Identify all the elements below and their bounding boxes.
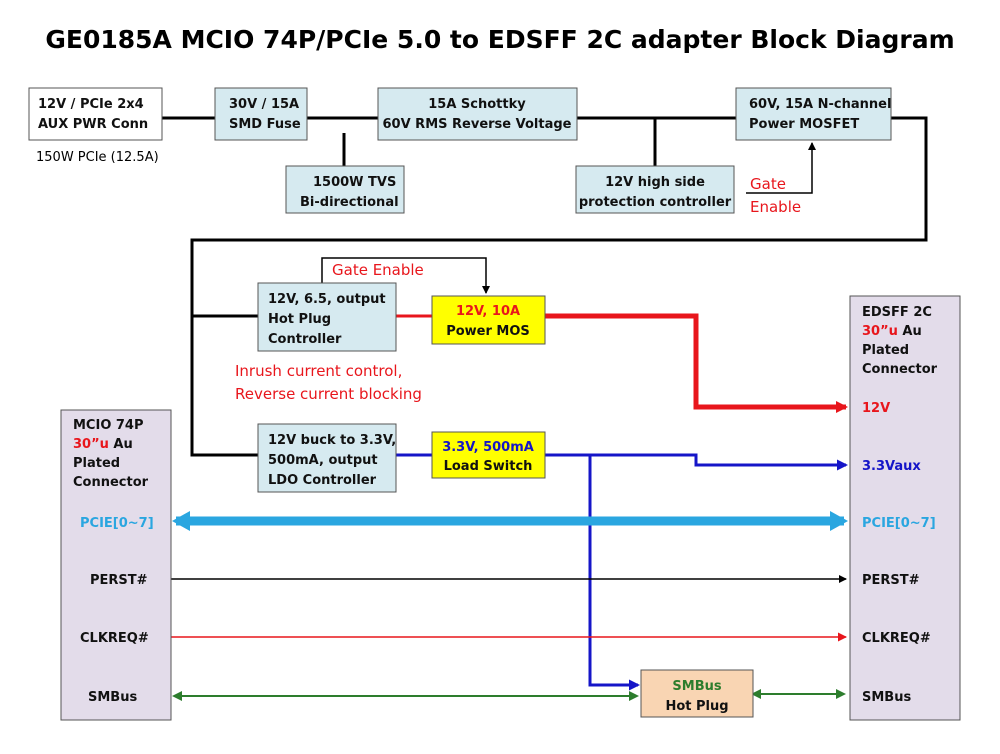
power-mosfet-box: 60V, 15A N-channel Power MOSFET <box>735 87 892 141</box>
svg-text:30V / 15A: 30V / 15A <box>229 97 299 112</box>
aux-power-connector-box: 12V / PCIe 2x4 AUX PWR Conn <box>28 87 163 141</box>
svg-text:12V high side: 12V high side <box>605 175 705 190</box>
svg-text:AUX PWR Conn: AUX PWR Conn <box>38 117 148 132</box>
svg-text:Controller: Controller <box>268 332 342 347</box>
pcie-left-label: PCIE[0~7] <box>80 516 154 531</box>
v33-power-line <box>545 453 848 471</box>
svg-text:Power MOSFET: Power MOSFET <box>749 117 859 132</box>
buck-ldo-controller-box: 12V buck to 3.3V, 500mA, output LDO Cont… <box>257 423 397 493</box>
schottky-diode-box: 15A Schottky 60V RMS Reverse Voltage <box>377 87 578 141</box>
svg-text:30”u Au: 30”u Au <box>862 324 922 339</box>
page-title: GE0185A MCIO 74P/PCIe 5.0 to EDSFF 2C ad… <box>45 25 954 54</box>
svg-text:15A Schottky: 15A Schottky <box>428 97 526 112</box>
gate-enable-mid-label: Gate Enable <box>332 261 424 279</box>
svg-text:SMD Fuse: SMD Fuse <box>229 117 301 132</box>
svg-text:Load Switch: Load Switch <box>444 459 533 474</box>
gate-enable-top-arrow <box>746 142 816 194</box>
inrush-note-2: Reverse current blocking <box>235 385 422 403</box>
svg-text:Plated: Plated <box>862 343 909 358</box>
svg-text:3.3V, 500mA: 3.3V, 500mA <box>442 440 534 455</box>
svg-text:Connector: Connector <box>73 475 149 490</box>
hot-plug-controller-box: 12V, 6.5, output Hot Plug Controller <box>257 282 397 352</box>
svg-text:1500W TVS: 1500W TVS <box>313 175 396 190</box>
smbus-right-label: SMBus <box>862 690 911 705</box>
tvs-diode-box: 1500W TVS Bi-directional <box>285 165 405 214</box>
svg-text:12V / PCIe 2x4: 12V / PCIe 2x4 <box>38 97 144 112</box>
power-mos-box: 12V, 10A Power MOS <box>431 295 546 345</box>
svg-text:60V RMS Reverse Voltage: 60V RMS Reverse Voltage <box>383 117 572 132</box>
perst-left-label: PERST# <box>90 573 148 588</box>
svg-text:Bi-directional: Bi-directional <box>300 195 399 210</box>
svg-text:SMBus: SMBus <box>672 679 721 694</box>
v12-power-line <box>545 313 848 413</box>
edsff-connector-box: EDSFF 2C 30”u Au Plated Connector 12V 3.… <box>849 295 961 721</box>
clkreq-right-label: CLKREQ# <box>862 631 931 646</box>
svg-text:LDO Controller: LDO Controller <box>268 473 377 488</box>
svg-text:EDSFF 2C: EDSFF 2C <box>862 305 932 320</box>
perst-right-label: PERST# <box>862 573 920 588</box>
svg-text:500mA, output: 500mA, output <box>268 453 378 468</box>
svg-text:60V, 15A N-channel: 60V, 15A N-channel <box>749 97 891 112</box>
clkreq-left-label: CLKREQ# <box>80 631 149 646</box>
smbus-hot-plug-box: SMBus Hot Plug <box>640 669 754 718</box>
svg-text:30”u Au: 30”u Au <box>73 437 133 452</box>
v33-right-label: 3.3Vaux <box>862 459 921 474</box>
v12-right-label: 12V <box>862 401 890 416</box>
svg-text:MCIO 74P: MCIO 74P <box>73 418 144 433</box>
pcie-right-label: PCIE[0~7] <box>862 516 936 531</box>
load-switch-box: 3.3V, 500mA Load Switch <box>431 431 546 479</box>
svg-text:12V, 10A: 12V, 10A <box>456 304 520 319</box>
svg-text:Plated: Plated <box>73 456 120 471</box>
svg-text:Connector: Connector <box>862 362 938 377</box>
gate-enable-mid-arrow <box>321 257 490 294</box>
svg-text:12V, 6.5, output: 12V, 6.5, output <box>268 292 386 307</box>
power-input-chain-lines <box>162 116 928 457</box>
svg-text:protection controller: protection controller <box>579 195 732 210</box>
protection-controller-box: 12V high side protection controller <box>575 165 735 214</box>
mcio-connector-box: MCIO 74P 30”u Au Plated Connector PCIE[0… <box>60 409 172 721</box>
gate-enable-top-label-1: Gate <box>750 175 786 193</box>
svg-text:Hot Plug: Hot Plug <box>268 312 331 327</box>
svg-text:12V buck to 3.3V,: 12V buck to 3.3V, <box>268 433 396 448</box>
smd-fuse-box: 30V / 15A SMD Fuse <box>214 87 308 141</box>
svg-text:Power MOS: Power MOS <box>446 324 530 339</box>
smbus-left-label: SMBus <box>88 690 137 705</box>
pcie-power-note: 150W PCIe (12.5A) <box>36 150 159 165</box>
v33-smbus-branch-line <box>588 455 640 691</box>
inrush-note-1: Inrush current control, <box>235 362 402 380</box>
gate-enable-top-label-2: Enable <box>750 198 801 216</box>
svg-text:Hot Plug: Hot Plug <box>665 699 728 714</box>
